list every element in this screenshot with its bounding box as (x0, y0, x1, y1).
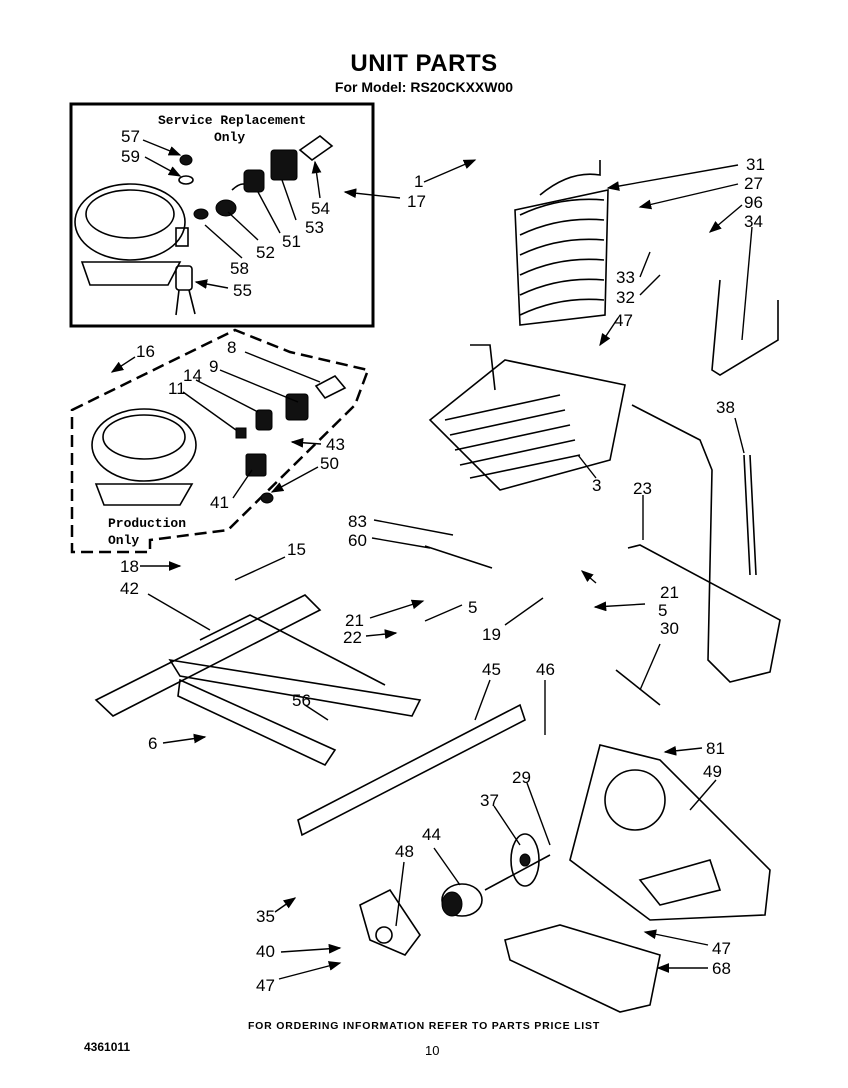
leader-lines (110, 139, 753, 980)
callout-34: 34 (744, 212, 763, 231)
callout-9: 9 (209, 357, 218, 376)
callout-35: 35 (256, 907, 275, 926)
callout-22: 22 (343, 628, 362, 647)
service-note-line1: Service Replacement (158, 113, 306, 128)
evaporator-coil (514, 160, 609, 326)
base-frame (94, 594, 422, 767)
drain-pan (504, 924, 661, 1013)
callout-23: 23 (633, 479, 652, 498)
callout-19: 19 (482, 625, 501, 644)
callout-47-evaporator: 47 (614, 311, 633, 330)
wire-clip (615, 669, 661, 706)
callout-30: 30 (660, 619, 679, 638)
callout-32: 32 (616, 288, 635, 307)
callout-60: 60 (348, 531, 367, 550)
drain-tube-38 (743, 454, 757, 576)
condenser-coil (428, 344, 626, 491)
callout-47-shroud: 47 (712, 939, 731, 958)
condenser-tube (627, 404, 781, 683)
defrost-heater (424, 545, 493, 569)
overload-protector-part (193, 183, 251, 220)
callout-31: 31 (746, 155, 765, 174)
callout-52: 52 (256, 243, 275, 262)
page-title: UNIT PARTS (350, 50, 498, 77)
callout-33: 33 (616, 268, 635, 287)
callout-1: 1 (414, 172, 423, 191)
page-number: 10 (425, 1043, 440, 1058)
callout-3: 3 (592, 476, 601, 495)
callout-44: 44 (422, 825, 441, 844)
callout-16: 16 (136, 342, 155, 361)
callout-6: 6 (148, 734, 157, 753)
callout-15: 15 (287, 540, 306, 559)
production-only-box (70, 328, 370, 554)
callout-59: 59 (121, 147, 140, 166)
callout-54: 54 (311, 199, 330, 218)
callout-5-right: 5 (658, 601, 667, 620)
document-number: 4361011 (84, 1040, 131, 1054)
callout-41: 41 (210, 493, 229, 512)
rail-45 (297, 703, 526, 837)
callout-38: 38 (716, 398, 735, 417)
callout-51: 51 (282, 232, 301, 251)
callout-96: 96 (744, 193, 763, 212)
callout-83: 83 (348, 512, 367, 531)
callout-55: 55 (233, 281, 252, 300)
callout-58: 58 (230, 259, 249, 278)
callout-43: 43 (326, 435, 345, 454)
callout-8: 8 (227, 338, 236, 357)
callout-42: 42 (120, 579, 139, 598)
capillary-tube-34 (711, 279, 779, 376)
callout-81: 81 (706, 739, 725, 758)
fan-motor (441, 854, 551, 917)
callout-49: 49 (703, 762, 722, 781)
production-note-line1: Production (108, 516, 186, 531)
callout-21-left: 21 (345, 611, 364, 630)
callout-57: 57 (121, 127, 140, 146)
callout-46: 46 (536, 660, 555, 679)
ordering-info: FOR ORDERING INFORMATION REFER TO PARTS … (247, 1020, 601, 1032)
callout-47-bracket: 47 (256, 976, 275, 995)
compressor-production (91, 374, 347, 506)
production-note-line2: Only (108, 533, 139, 548)
callout-37: 37 (480, 791, 499, 810)
fan-blade (510, 833, 540, 887)
callout-29: 29 (512, 768, 531, 787)
callout-17: 17 (407, 192, 426, 211)
compressor-service (74, 183, 189, 286)
callout-14: 14 (183, 366, 202, 385)
model-subtitle: For Model: RS20CKXXW00 (334, 79, 514, 95)
callout-18: 18 (120, 557, 139, 576)
callout-53: 53 (305, 218, 324, 237)
callout-40: 40 (256, 942, 275, 961)
service-note-line2: Only (214, 130, 245, 145)
callout-56: 56 (292, 691, 311, 710)
callout-45: 45 (482, 660, 501, 679)
callout-50: 50 (320, 454, 339, 473)
callout-27: 27 (744, 174, 763, 193)
fan-shroud (569, 744, 771, 921)
callout-21-right: 21 (660, 583, 679, 602)
relay-part (243, 134, 334, 193)
callout-48: 48 (395, 842, 414, 861)
grommet-part (178, 154, 194, 185)
motor-bracket (359, 888, 421, 956)
callout-5-left: 5 (468, 598, 477, 617)
capacitor-part (175, 265, 196, 316)
service-replacement-box (69, 102, 375, 328)
callout-68: 68 (712, 959, 731, 978)
callout-11: 11 (168, 379, 186, 398)
